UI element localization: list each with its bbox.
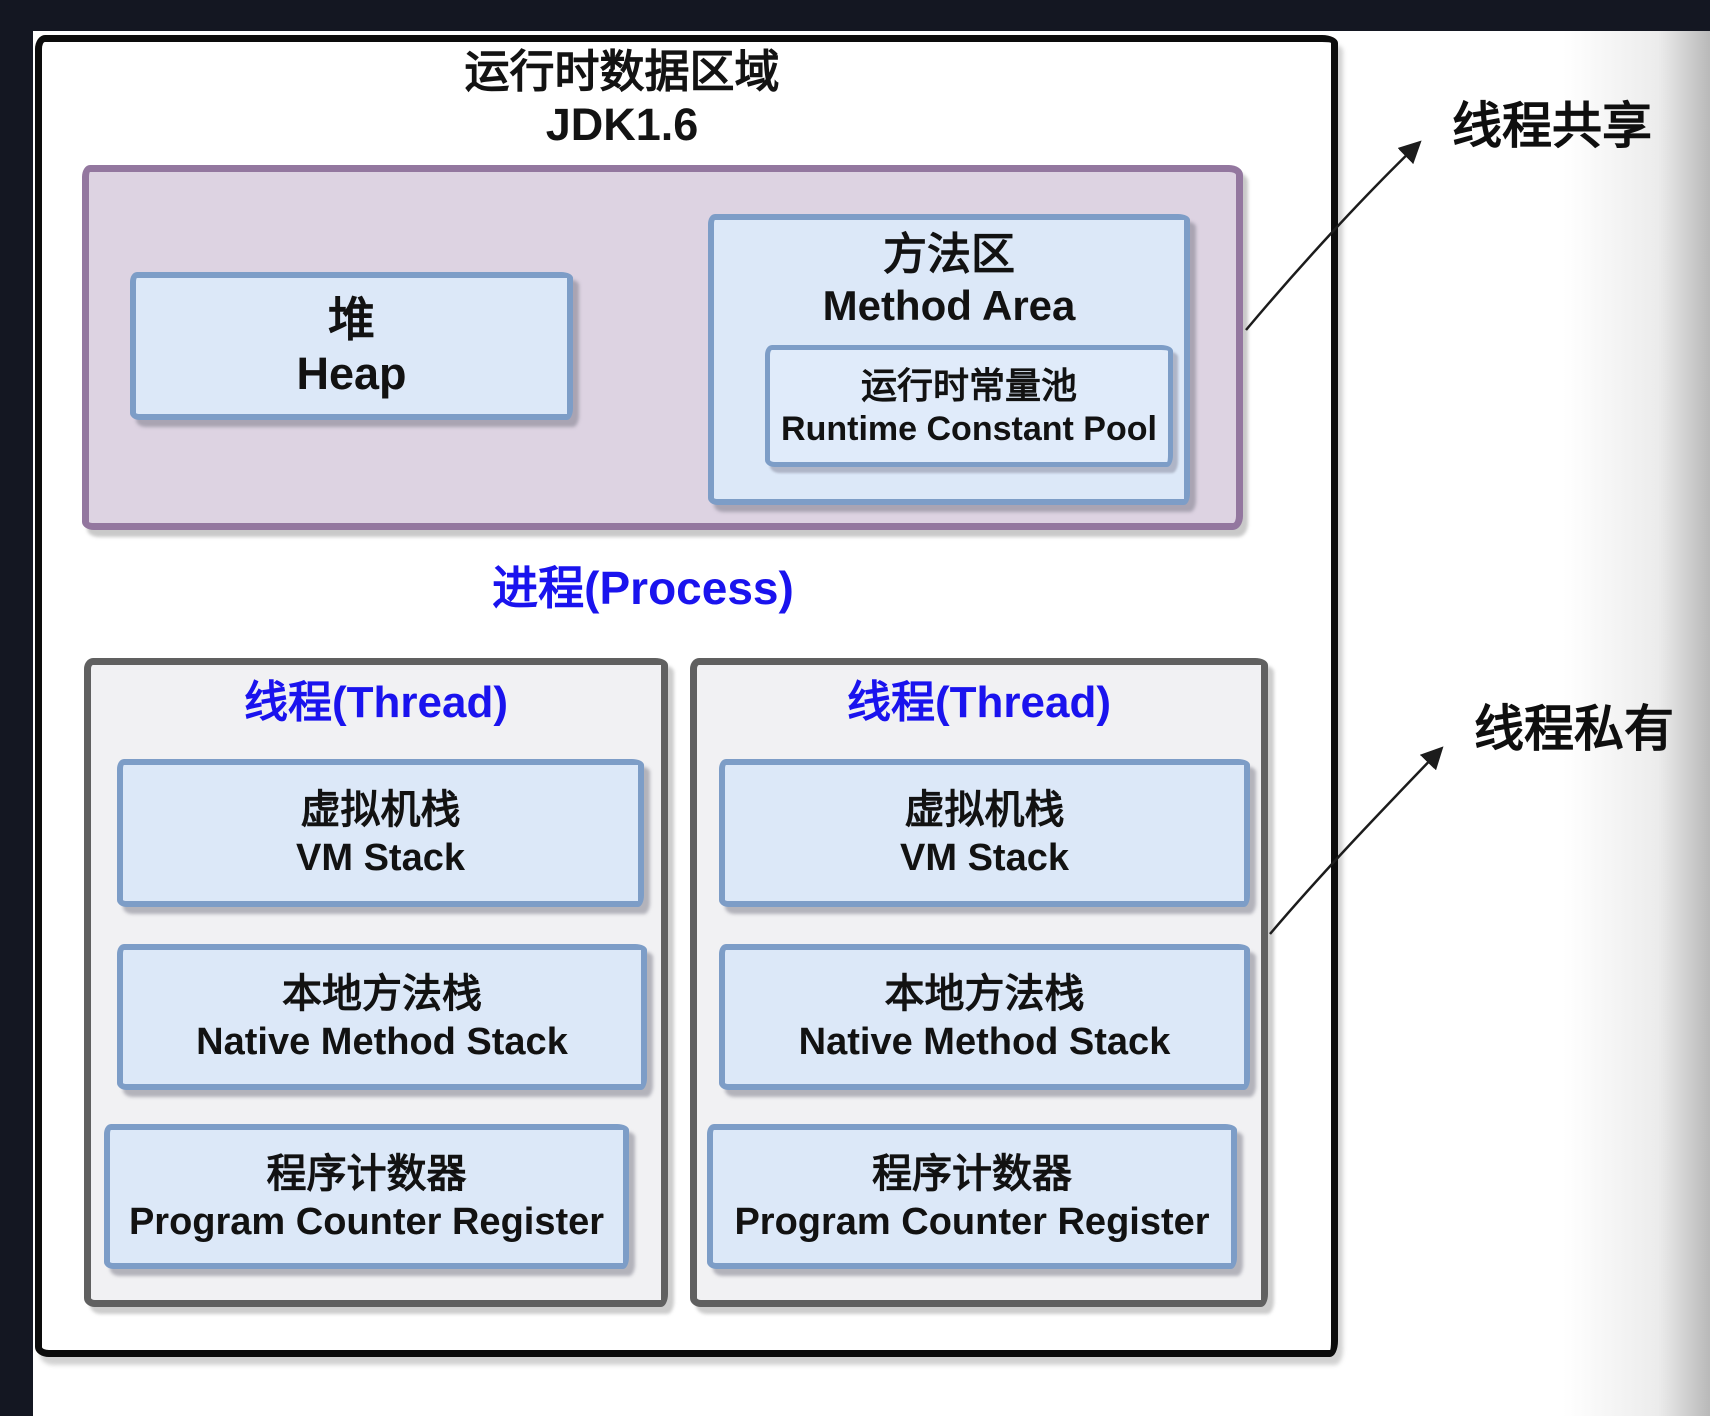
heap-label-en: Heap <box>296 348 407 399</box>
process-label: 进程(Process) <box>492 562 794 614</box>
thread-right-title: 线程(Thread) <box>847 678 1111 727</box>
thread-shared-label: 线程共享 <box>1452 98 1652 154</box>
page-title: 运行时数据区域 JDK1.6 <box>322 44 922 150</box>
method-area-label-en: Method Area <box>822 282 1076 329</box>
native-method-stack-label-zh: 本地方法栈 <box>884 972 1085 1016</box>
method-area-label-zh: 方法区 <box>883 230 1015 279</box>
runtime-constant-pool-box: 运行时常量池 Runtime Constant Pool <box>765 345 1173 467</box>
runtime-constant-pool-label-zh: 运行时常量池 <box>860 364 1077 406</box>
vm-stack-label-zh: 虚拟机栈 <box>904 788 1065 832</box>
vm-stack-label-en: VM Stack <box>296 837 465 879</box>
heap-box: 堆 Heap <box>130 272 573 420</box>
native-method-stack-box-left: 本地方法栈 Native Method Stack <box>117 944 647 1090</box>
heap-label-zh: 堆 <box>328 293 375 346</box>
vm-stack-label-en: VM Stack <box>900 837 1069 879</box>
program-counter-label-en: Program Counter Register <box>128 1200 605 1243</box>
program-counter-box-right: 程序计数器 Program Counter Register <box>707 1124 1237 1269</box>
native-method-stack-label-en: Native Method Stack <box>798 1021 1171 1063</box>
thread-left-title: 线程(Thread) <box>244 678 508 727</box>
vm-stack-box-right: 虚拟机栈 VM Stack <box>719 759 1250 907</box>
thread-box-right: 线程(Thread) 虚拟机栈 VM Stack 本地方法栈 Native Me… <box>690 658 1268 1307</box>
native-method-stack-label-en: Native Method Stack <box>196 1021 568 1063</box>
diagram-subtitle-jdk-version: JDK1.6 <box>545 99 699 150</box>
program-counter-label-zh: 程序计数器 <box>872 1151 1072 1196</box>
runtime-constant-pool-label-en: Runtime Constant Pool <box>781 409 1157 448</box>
native-method-stack-label-zh: 本地方法栈 <box>282 972 482 1016</box>
diagram-title-text: 运行时数据区域 <box>464 46 780 97</box>
thread-box-left: 线程(Thread) 虚拟机栈 VM Stack 本地方法栈 Native Me… <box>84 658 668 1307</box>
vm-stack-box-left: 虚拟机栈 VM Stack <box>117 759 644 907</box>
thread-private-label: 线程私有 <box>1474 701 1674 757</box>
program-counter-label-zh: 程序计数器 <box>266 1151 467 1196</box>
native-method-stack-box-right: 本地方法栈 Native Method Stack <box>719 944 1250 1090</box>
vm-stack-label-zh: 虚拟机栈 <box>300 788 461 832</box>
program-counter-box-left: 程序计数器 Program Counter Register <box>104 1124 629 1269</box>
program-counter-label-en: Program Counter Register <box>734 1200 1210 1243</box>
